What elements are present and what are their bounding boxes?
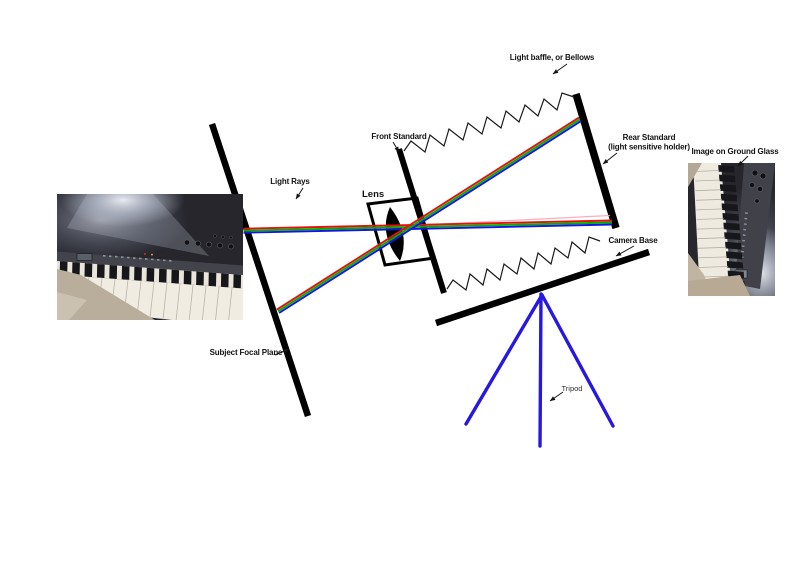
tripod-arrow — [549, 391, 564, 402]
piano-display — [76, 253, 93, 261]
piano-control-panel-inv — [735, 163, 775, 289]
light-rays-diagonal-bundle — [276, 116, 582, 314]
subject-focal-plane-line — [208, 122, 312, 418]
floor-bottom-inv — [688, 275, 750, 296]
front-standard-arrow — [392, 141, 400, 153]
ray-green-diagonal — [277, 118, 581, 313]
light-rays-arrow — [295, 187, 304, 200]
image-on-ground-glass-label: Image on Ground Glass — [691, 147, 779, 156]
ray-blue-diagonal — [278, 120, 582, 314]
ray-green — [243, 221, 613, 232]
glow-bright — [61, 194, 185, 227]
bellows-label: Light baffle, or Bellows — [510, 53, 595, 62]
piano-buttons-row — [102, 254, 172, 262]
bellows-arrow — [552, 63, 568, 75]
rear-standard-label-line2: (light sensitive holder) — [608, 143, 690, 152]
bellows-bottom-zigzag — [446, 236, 601, 292]
bellows-top-zigzag — [403, 92, 575, 154]
ground-glass-arrow — [737, 155, 749, 167]
tripod-leg-middle — [538, 292, 543, 448]
tripod-leg-right — [540, 293, 615, 428]
ray-red — [243, 219, 613, 230]
piano-knobs — [144, 234, 234, 256]
subject-focal-plane-arrow — [274, 348, 290, 356]
piano-knobs-inv — [749, 169, 767, 204]
front-standard-label: Front Standard — [371, 132, 426, 141]
black-keys — [59, 261, 242, 289]
camera-base-label: Camera Base — [608, 236, 658, 245]
light-rays-horizontal-bundle — [243, 214, 613, 234]
subject-photo — [57, 194, 243, 320]
rear-standard-arrow — [602, 152, 618, 165]
camera-base-line — [434, 248, 651, 327]
tripod-label: Tripod — [562, 384, 583, 393]
rear-standard-label-line1: Rear Standard — [623, 133, 676, 142]
tripod-legs — [464, 292, 615, 448]
ray-red-diagonal — [276, 116, 580, 311]
black-keys-inv — [718, 165, 746, 296]
rear-standard-line — [572, 92, 620, 230]
white-key-separators-inv — [694, 170, 730, 288]
camera-base-arrow — [615, 245, 635, 257]
lens-label: Lens — [362, 189, 384, 200]
floor-highlight — [57, 292, 87, 320]
tripod-leg-left — [464, 293, 544, 426]
light-rays-label: Light Rays — [270, 177, 310, 186]
ground-glass-photo — [688, 163, 775, 296]
ray-blue — [243, 223, 613, 234]
subject-focal-plane-label: Subject Focal Plane — [210, 348, 283, 357]
floor-top-inv — [688, 163, 702, 187]
piano-control-panel — [57, 251, 243, 275]
floor — [57, 269, 155, 320]
